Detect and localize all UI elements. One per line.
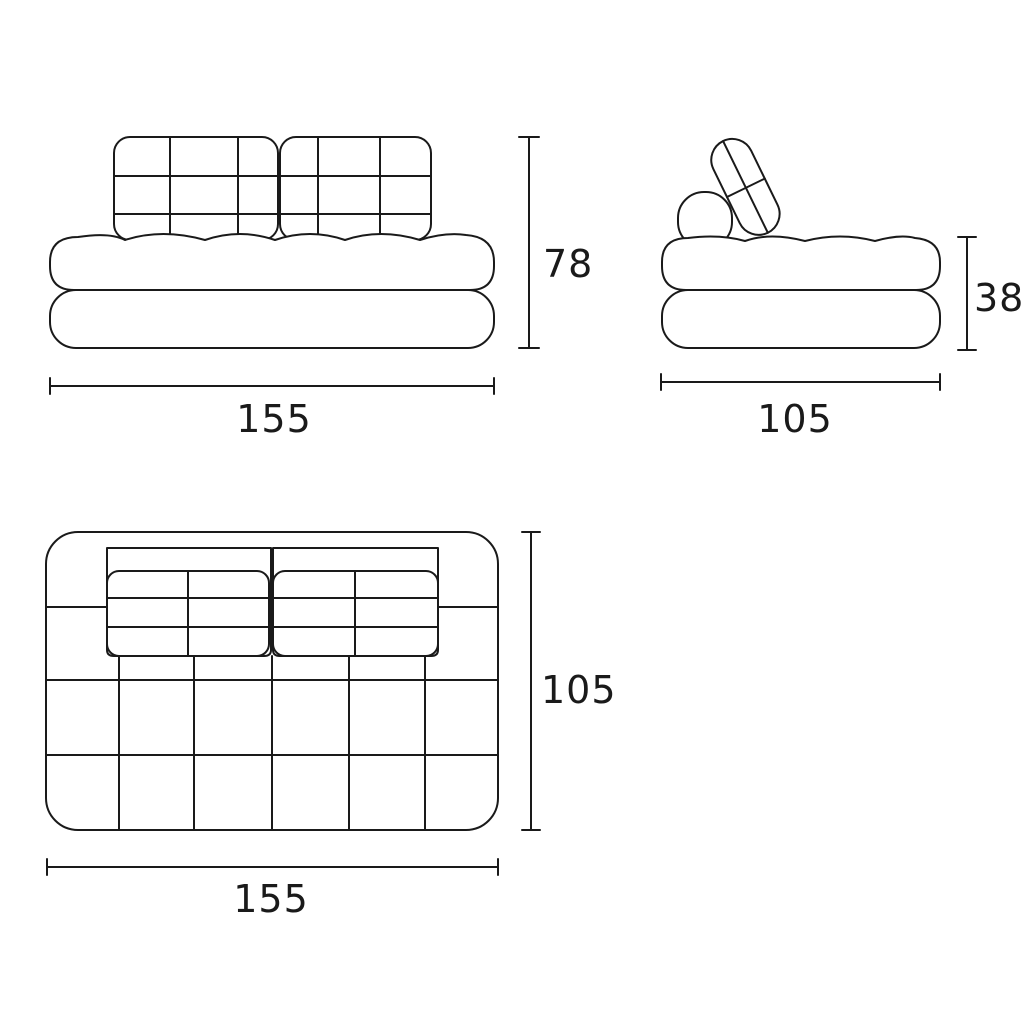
front-height-dimension: 78 bbox=[518, 136, 593, 349]
side-depth-label: 105 bbox=[757, 397, 833, 441]
side-seat-cushion bbox=[661, 235, 941, 291]
top-back-cushion-right bbox=[272, 547, 439, 657]
side-height-label: 38 bbox=[974, 276, 1024, 320]
top-back-cushion-left bbox=[106, 547, 272, 657]
front-width-dimension: 155 bbox=[49, 377, 495, 441]
side-height-dimension: 38 bbox=[957, 236, 1024, 351]
front-base-cushion bbox=[49, 289, 495, 349]
top-depth-label: 105 bbox=[541, 668, 617, 712]
side-depth-dimension: 105 bbox=[660, 373, 941, 441]
side-back-cushion bbox=[710, 137, 781, 236]
side-base-cushion bbox=[661, 289, 941, 349]
top-width-label: 155 bbox=[233, 877, 309, 921]
front-back-cushion-left bbox=[113, 136, 279, 241]
front-height-label: 78 bbox=[543, 242, 593, 286]
top-view: 105 155 bbox=[45, 531, 617, 921]
front-view: 78 155 bbox=[49, 136, 593, 441]
front-width-label: 155 bbox=[236, 397, 312, 441]
side-view: 38 105 bbox=[660, 137, 1024, 441]
top-seat-grid bbox=[45, 606, 499, 831]
top-width-dimension: 155 bbox=[46, 858, 499, 921]
top-depth-dimension: 105 bbox=[521, 531, 617, 831]
front-back-cushion-right bbox=[279, 136, 432, 241]
front-seat-cushion bbox=[49, 233, 495, 291]
